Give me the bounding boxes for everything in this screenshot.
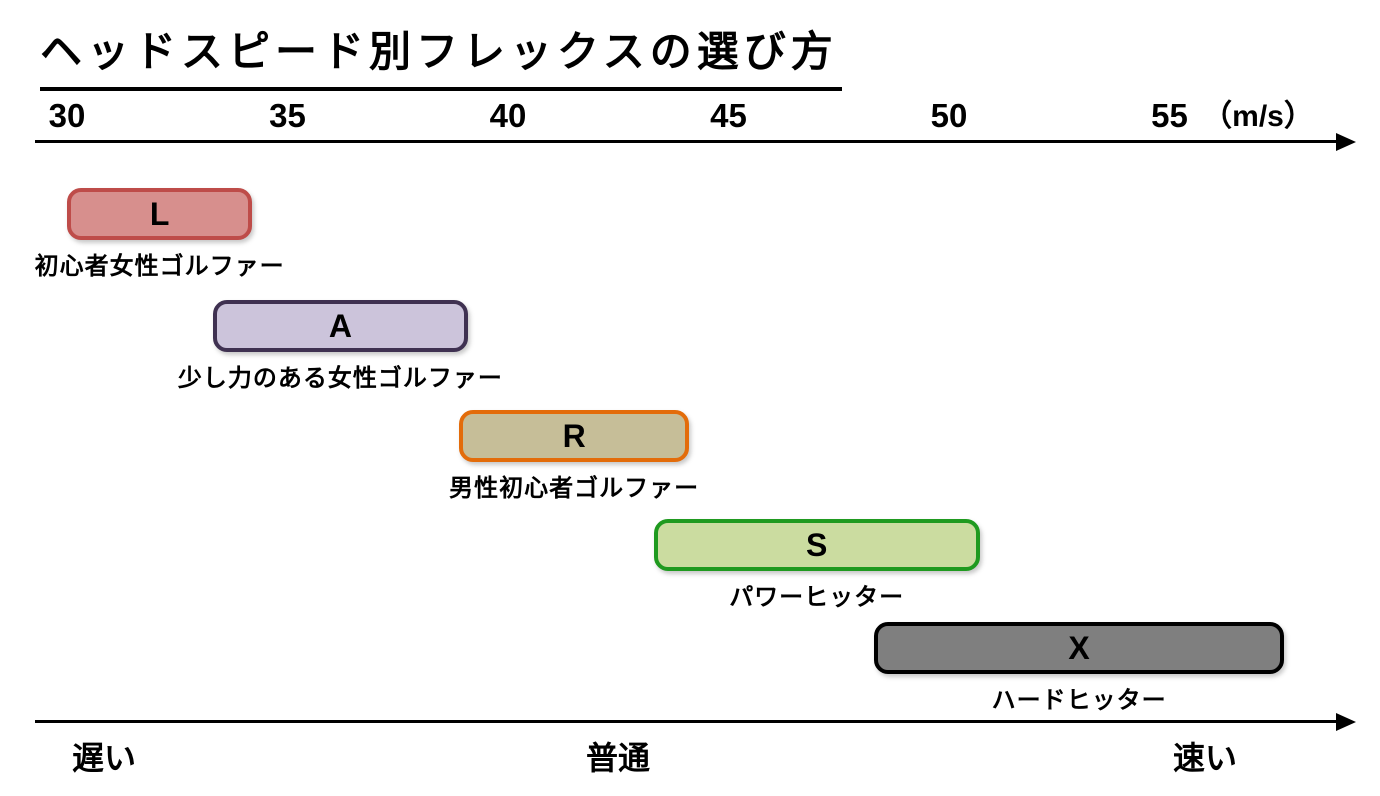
flex-bar-x-caption: ハードヒッター	[991, 687, 1167, 714]
flex-bar-a: A	[212, 300, 469, 352]
flex-bar-x: X	[874, 622, 1285, 674]
flex-bar-s: S	[653, 519, 980, 571]
flex-bar-x-letter: X	[1068, 630, 1090, 666]
chart-title: ヘッドスピード別フレックスの選び方	[40, 18, 842, 91]
axis-tick-50: 50	[930, 97, 968, 134]
flex-bar-s-letter: S	[806, 527, 828, 563]
speed-label-normal: 普通	[585, 740, 651, 776]
axis-tick-40: 40	[489, 97, 527, 134]
flex-bar-a-letter: A	[328, 308, 352, 344]
axis-tick-30: 30	[48, 97, 86, 134]
axis-tick-45: 45	[710, 97, 747, 134]
flex-bar-s-caption: パワーヒッター	[729, 584, 905, 611]
speed-label-fast: 速い	[1172, 740, 1238, 776]
flex-bar-r-caption: 男性初心者ゴルファー	[449, 475, 700, 502]
axis-tick-55: 55	[1151, 97, 1188, 134]
flex-bar-r-letter: R	[562, 418, 586, 454]
flex-bar-l: L	[67, 188, 253, 240]
speed-scale-axis-line	[35, 720, 1338, 723]
speed-label-slow: 遅い	[71, 740, 137, 776]
flex-bar-a-caption: 少し力のある女性ゴルファー	[177, 365, 503, 392]
speed-scale-axis-arrow-right-icon	[1336, 712, 1356, 731]
flex-bar-l-caption: 初心者女性ゴルファー	[34, 253, 285, 280]
axis-tick-35: 35	[269, 97, 306, 134]
flex-bar-l-letter: L	[149, 196, 170, 232]
axis-unit-label: （m/s）	[1202, 100, 1314, 133]
headspeed-axis-arrow-right-icon	[1336, 132, 1356, 151]
headspeed-axis-line	[35, 140, 1338, 143]
flex-bar-r: R	[459, 410, 689, 462]
